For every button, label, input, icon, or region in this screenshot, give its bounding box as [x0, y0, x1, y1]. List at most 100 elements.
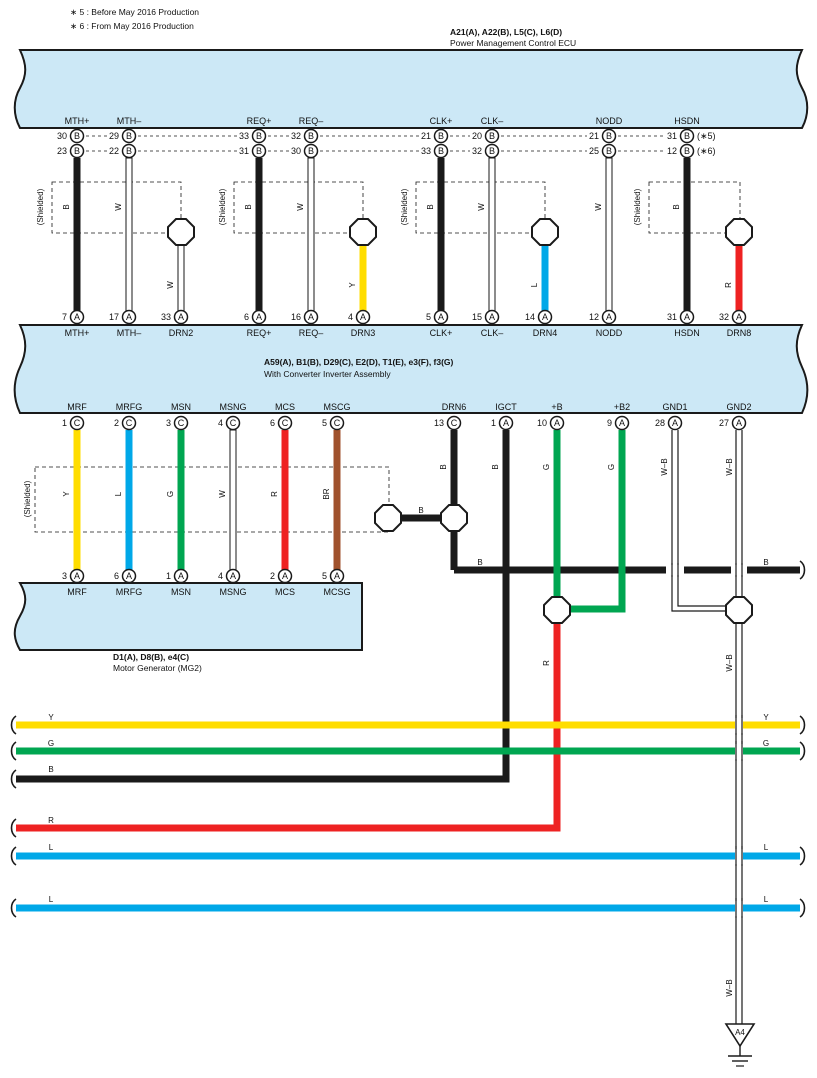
- ecu-pin-leaders: [86, 135, 665, 152]
- connector-letter: C: [178, 418, 185, 428]
- ecu-pin-circle: B: [601, 128, 617, 144]
- connector-letter: B: [606, 131, 612, 141]
- splice-drn4: [531, 218, 559, 246]
- connector-letter: B: [308, 146, 314, 156]
- pin-number: 32: [472, 146, 482, 156]
- bus-gnd2-crossing: [731, 565, 747, 575]
- ground-symbol: A4: [724, 1023, 756, 1067]
- splice-drn3: [349, 218, 377, 246]
- wire-code: L: [530, 282, 539, 287]
- inverter-bottom-pin-circle: A: [549, 415, 565, 431]
- connector-letter: A: [684, 312, 690, 322]
- inverter-top-pins: 7 17 33 6 16 4 5 15 14 12 31 32: [62, 312, 729, 322]
- ecu-terminal-nodd: NODD: [596, 116, 623, 126]
- inverter-bottom-pin-circle: A: [614, 415, 630, 431]
- wire-code: W–B: [725, 654, 734, 671]
- wire-code: B: [491, 464, 500, 469]
- connector-letter: B: [74, 146, 80, 156]
- wire-code: G: [542, 464, 551, 470]
- ecu-pin-circle: B: [251, 143, 267, 159]
- connector-letter: B: [308, 131, 314, 141]
- inverter-bottom-terminals: MRF MRFG MSN MSNG MCS MSCG DRN6 IGCT +B …: [67, 402, 751, 412]
- terminal-label: DRN6: [442, 402, 467, 412]
- terminal-label: DRN2: [169, 328, 194, 338]
- motor-pin-circle: A: [121, 568, 137, 584]
- wire-code: Y: [62, 491, 71, 497]
- terminal-label: DRN3: [351, 328, 376, 338]
- connector-letter: A: [489, 312, 495, 322]
- connector-letter: A: [619, 418, 625, 428]
- pin-number: 28: [655, 418, 665, 428]
- inverter-bottom-pin-circle: A: [667, 415, 683, 431]
- inverter-top-pin-circle: A: [69, 309, 85, 325]
- pin-number: 25: [589, 146, 599, 156]
- motor-pin-circle: A: [173, 568, 189, 584]
- connector-letter: A: [672, 418, 678, 428]
- motor-pin-circle: A: [69, 568, 85, 584]
- ecu-pin-circle: B: [69, 143, 85, 159]
- shield-label: (Shielded): [218, 188, 227, 225]
- wire-code: B: [62, 204, 71, 209]
- ecu-box: [13, 49, 809, 129]
- ecu-connector-codes: A21(A), A22(B), L5(C), L6(D): [450, 27, 562, 37]
- wire-code: L: [114, 491, 123, 496]
- connector-letter: A: [178, 312, 184, 322]
- wire-code: W–B: [725, 979, 734, 996]
- terminal-label: MTH+: [65, 328, 90, 338]
- ecu-pin-circle: B: [251, 128, 267, 144]
- pin-number: 12: [589, 312, 599, 322]
- gnd2-over: [735, 715, 743, 918]
- pin-number: 6: [244, 312, 249, 322]
- pin-number: 1: [491, 418, 496, 428]
- pin-number: 10: [537, 418, 547, 428]
- gnd-over-bus: [671, 563, 743, 577]
- connector-letter: B: [684, 131, 690, 141]
- lower-wire-codes: Y L G W R BR B B B B G G W–B W–B B R W–B…: [48, 458, 769, 996]
- upper-wire-codes: B W W B W Y B W L W B R: [62, 203, 733, 289]
- inverter-bottom-pin-circle: C: [121, 415, 137, 431]
- splice-drn6: [440, 504, 468, 532]
- gnd2-crossing: [735, 718, 743, 733]
- inverter-top-pin-circle: A: [173, 309, 189, 325]
- wire-code: B: [48, 765, 53, 774]
- ecu-pin-circle: B: [121, 128, 137, 144]
- ecu-pin-circle: B: [69, 128, 85, 144]
- inverter-bottom-pin-circle: A: [731, 415, 747, 431]
- wire-code: L: [49, 843, 54, 852]
- pin-number: 7: [62, 312, 67, 322]
- terminal-label: +B2: [614, 402, 630, 412]
- wire-code: W: [114, 203, 123, 211]
- splice-gnd: [725, 596, 753, 624]
- wire-code: G: [607, 464, 616, 470]
- pin-number: 31: [667, 131, 677, 141]
- hsdn-note-after: (∗6): [697, 146, 716, 156]
- terminal-label: MTH–: [117, 328, 142, 338]
- connector-letter: B: [606, 146, 612, 156]
- wire-code: B: [477, 558, 482, 567]
- wire-drn2: [177, 244, 185, 313]
- ecu-pin-circle: B: [433, 128, 449, 144]
- pin-number: 5: [426, 312, 431, 322]
- shield-label: (Shielded): [633, 188, 642, 225]
- lower-shield: [34, 466, 390, 533]
- splice-shield: [374, 504, 402, 532]
- connector-letter: B: [256, 146, 262, 156]
- inverter-top-pin-circle: A: [537, 309, 553, 325]
- pin-number: 15: [472, 312, 482, 322]
- wire-igct: [16, 430, 510, 783]
- connector-letter: A: [736, 312, 742, 322]
- inverter-top-pin-circle: A: [303, 309, 319, 325]
- wire-code: R: [48, 816, 54, 825]
- inverter-bottom-pins: 1 2 3 4 6 5 13 1 10 9 28 27: [62, 418, 729, 428]
- pin-number: 21: [421, 131, 431, 141]
- break-marks: [10, 560, 806, 918]
- note-from-may-2016: ∗ 6 : From May 2016 Production: [70, 21, 194, 31]
- inverter-top-pin-circle: A: [433, 309, 449, 325]
- terminal-label: MCSG: [324, 587, 351, 597]
- bus-gnd1-crossing: [666, 565, 684, 575]
- ecu-pin-circle: B: [303, 128, 319, 144]
- ecu-pin-row-1: 30 29 33 32 21 20 21 31 (∗5): [57, 131, 716, 141]
- connector-letter: C: [230, 418, 237, 428]
- ecu-terminal-clk-minus: CLK–: [481, 116, 504, 126]
- terminal-label: GND2: [726, 402, 751, 412]
